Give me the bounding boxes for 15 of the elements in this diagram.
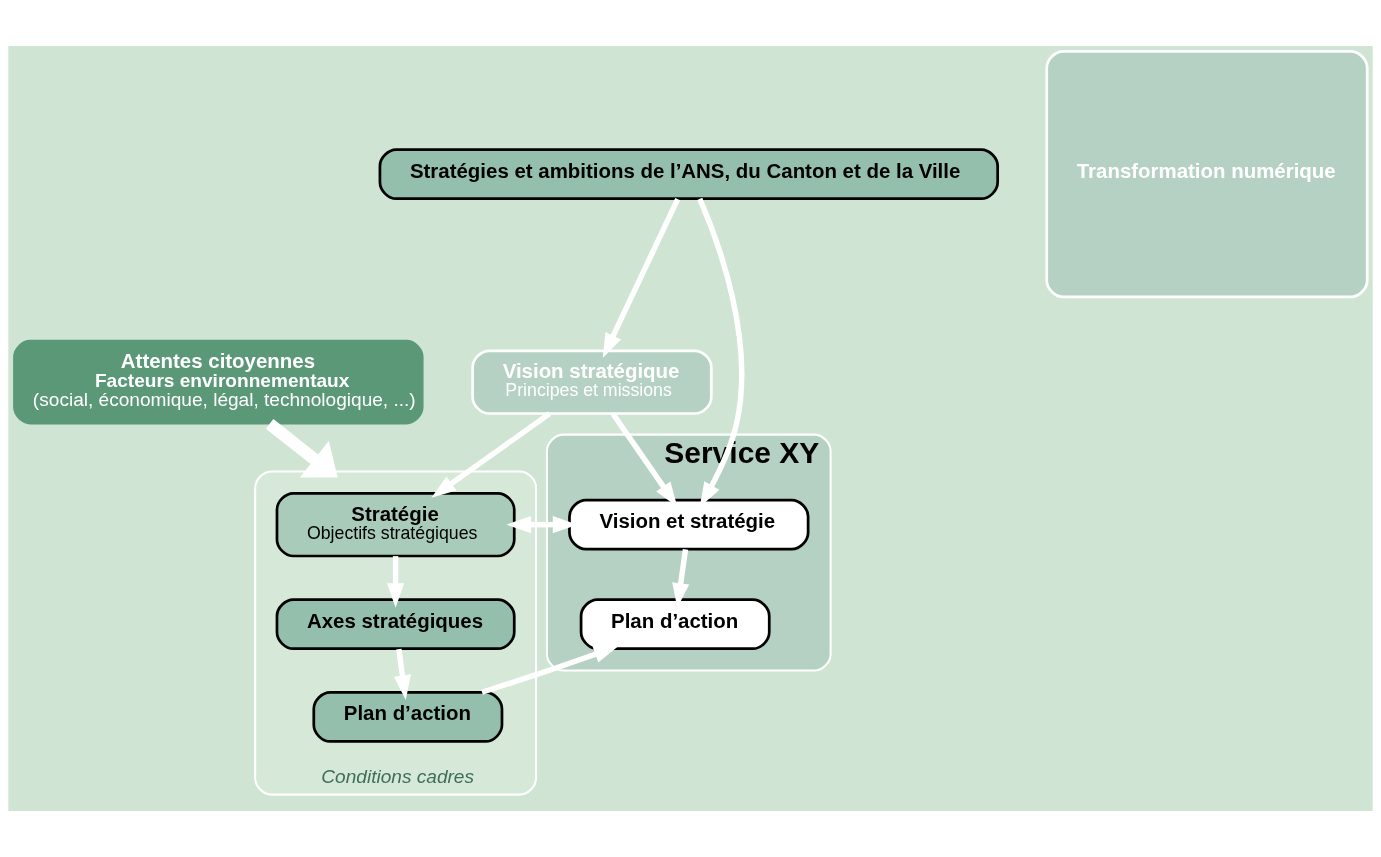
node-box: Axes stratégiques [275, 598, 516, 651]
node-box: Vision stratégique Principes et missions [471, 349, 713, 415]
node-box: Transformation numérique [1045, 50, 1369, 299]
arrow [481, 646, 619, 695]
arrow [265, 419, 338, 478]
arrow [393, 648, 411, 700]
arrow [431, 411, 551, 498]
arrow [602, 197, 681, 358]
node-box: Vision et stratégie [568, 498, 810, 551]
arrow [387, 556, 405, 608]
node-box: Attentes citoyennes Facteurs environnementaux (social, économique, légal, technologique, ...) [13, 339, 424, 425]
node-box: Plan d’action [312, 691, 504, 743]
node-box: Stratégie Objectifs stratégiques [275, 491, 516, 558]
node-box: Plan d’action [579, 598, 771, 651]
node-box: Stratégies et ambitions de l’ANS, du Canton et de la Ville [378, 148, 1000, 201]
